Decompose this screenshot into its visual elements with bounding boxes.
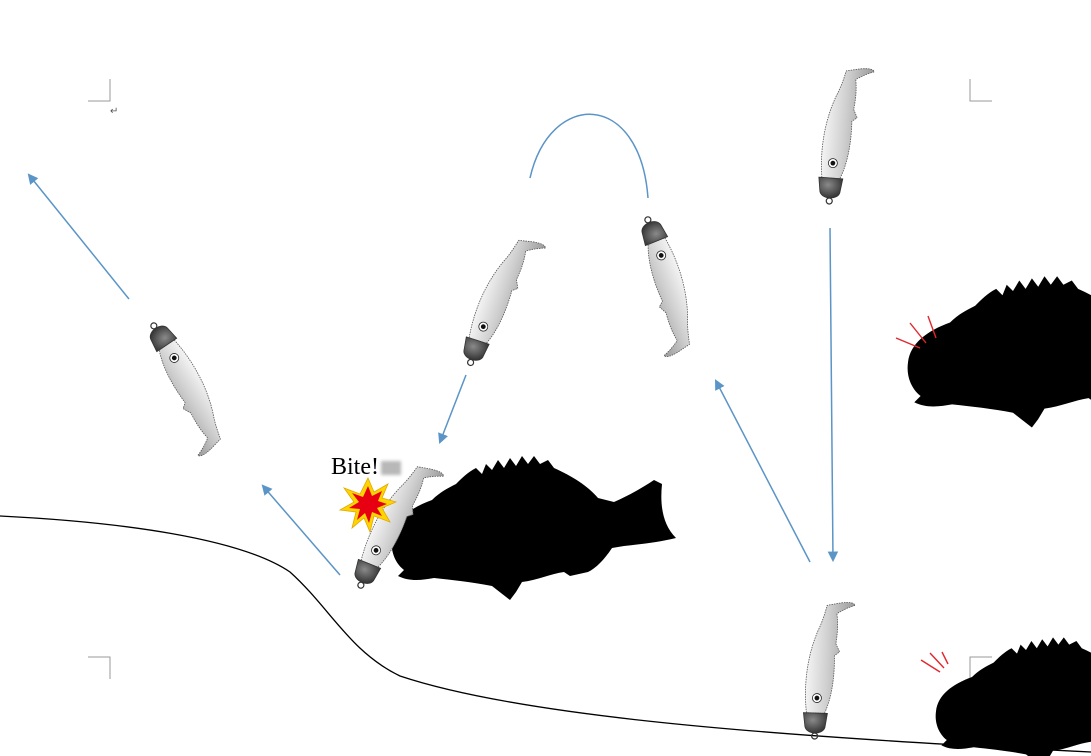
bite-label-text: Bite! — [331, 454, 379, 480]
paragraph-mark: ↵ — [110, 106, 119, 117]
blurred-mark — [381, 461, 401, 476]
motion-arrows — [27, 113, 839, 576]
lure-on-bottom-right — [801, 600, 856, 741]
bite-callout: Bite! — [331, 453, 401, 481]
rockfish-biting — [391, 456, 676, 600]
arrow-up-left-far — [27, 173, 130, 300]
seabed-line — [0, 515, 1091, 753]
page-corner-marks — [88, 79, 992, 679]
arrow-up-left-near — [261, 484, 341, 576]
lure-falling-top-right — [816, 65, 876, 208]
hop-arc — [529, 113, 649, 199]
arrow-up-from-bottom — [715, 379, 811, 563]
alert-lines-icon — [895, 315, 937, 349]
rockfish-right-upper — [907, 276, 1091, 428]
lure-falling-top-center — [457, 230, 548, 378]
arrow-down-to-bite — [438, 374, 467, 444]
lure-left-rising — [121, 316, 240, 459]
explosion-burst-icon — [338, 477, 398, 534]
rockfish-right-lower — [935, 637, 1091, 756]
alert-lines-icon — [920, 651, 949, 673]
arrow-fall-vertical — [827, 227, 839, 563]
lure-rising-right-center — [612, 211, 711, 359]
